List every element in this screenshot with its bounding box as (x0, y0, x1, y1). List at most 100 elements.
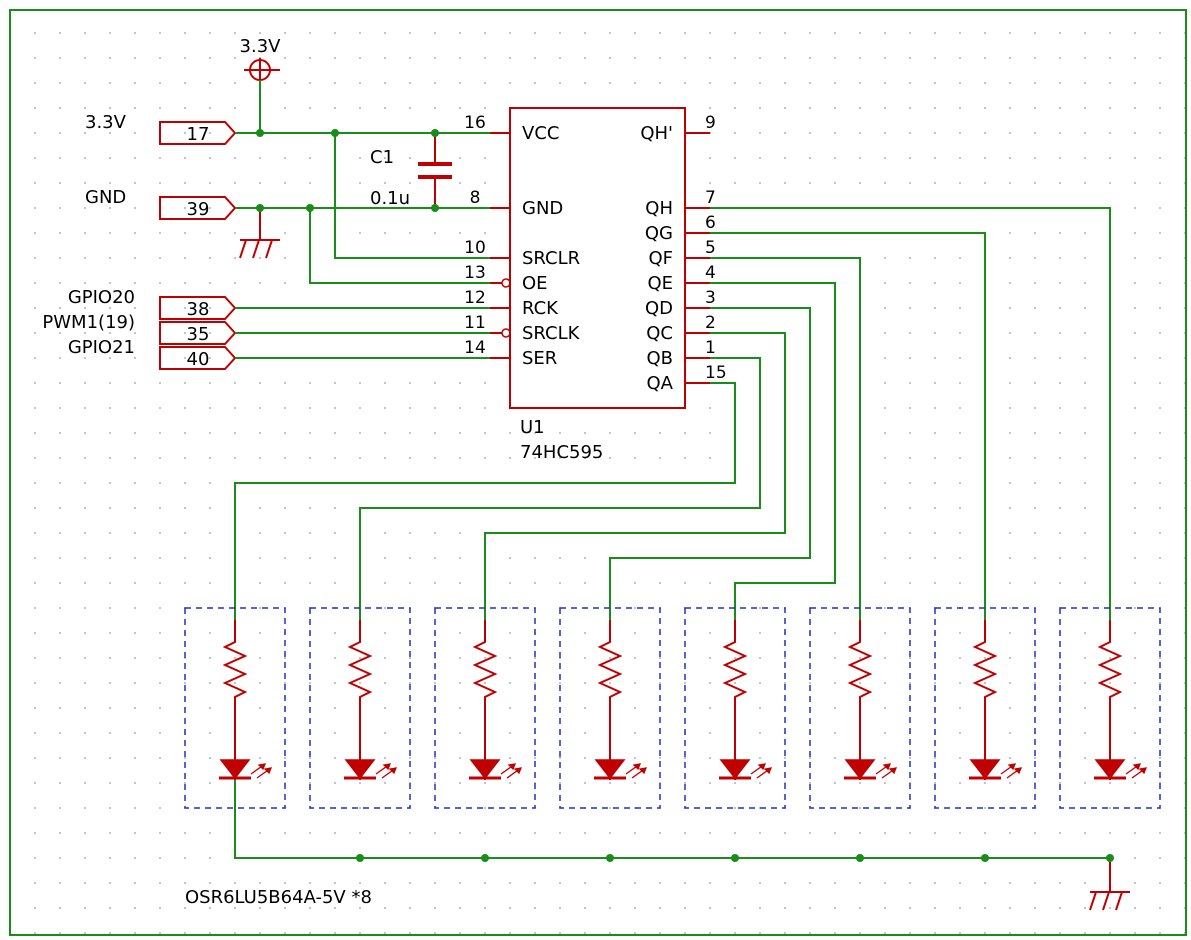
led-diode (719, 759, 751, 780)
led-module-box (184, 607, 286, 809)
connector-signal-3v3: 3.3V (85, 112, 127, 133)
led-diode (969, 759, 1001, 780)
ic-pin-number: 6 (705, 213, 716, 233)
ic-pin-number: 5 (705, 238, 716, 258)
led-module-box (809, 607, 911, 809)
connector-pin-number: 38 (187, 299, 210, 320)
ic-pin-name: SRCLK (522, 323, 581, 344)
ic-pin-number: 10 (464, 238, 486, 258)
ic-pin-name: QB (646, 348, 673, 369)
ground-symbol-bottom (1089, 858, 1130, 911)
resistor (472, 620, 498, 760)
led-diode (344, 759, 376, 780)
led-module-box (1059, 607, 1161, 809)
led-channel (934, 607, 1036, 809)
led-channel (809, 607, 911, 809)
led-module-box (434, 607, 536, 809)
ic-pin-name: VCC (522, 123, 559, 144)
capacitor-ref: C1 (370, 147, 394, 168)
ic-pin-number: 9 (705, 113, 716, 133)
ground-symbol-top (239, 208, 280, 259)
led-emission-arrows (625, 763, 648, 779)
connector-pin-shape (159, 346, 237, 370)
led-emission-arrows (250, 763, 273, 779)
ic-pin-name: OE (522, 273, 548, 294)
connector-pin-number: 17 (187, 124, 210, 145)
ic-pin-number: 4 (705, 263, 716, 283)
led-diode (219, 759, 251, 780)
wires (234, 80, 1111, 859)
led-emission-arrows (1125, 763, 1148, 779)
led-emission-arrows (500, 763, 523, 779)
ic-pin-number: 8 (470, 188, 481, 208)
capacitor-c1 (418, 133, 452, 208)
connector-pin-shape (159, 296, 237, 320)
led-module-box (309, 607, 411, 809)
resistor (347, 620, 373, 760)
ic-pin-name: QD (645, 298, 673, 319)
ic-pin-name: QC (646, 323, 673, 344)
ic-pin-name: SER (522, 348, 557, 369)
resistor (1097, 620, 1123, 760)
connector-gpio20: GPIO20 38 (68, 287, 237, 320)
resistor (597, 620, 623, 760)
ic-pin-name: QH' (640, 123, 673, 144)
resistor (847, 620, 873, 760)
led-channel (684, 607, 786, 809)
sheet-frame (9, 9, 1187, 936)
power-symbol-label: 3.3V (240, 36, 282, 57)
connector-signal-gnd: GND (85, 187, 126, 208)
led-channel (1059, 607, 1161, 809)
led-module-box (934, 607, 1036, 809)
connector-pwm1: PWM1(19) 35 (42, 312, 237, 345)
connector-pin-number: 39 (187, 199, 210, 220)
ic-pin-number: 11 (464, 313, 486, 333)
led-module-box (559, 607, 661, 809)
ic-u1-pins: VCC16GND8SRCLR10OE13RCK12SRCLK11SER14QH'… (464, 113, 726, 394)
ic-u1-body (509, 107, 686, 409)
ic-pin-number: 14 (464, 338, 486, 358)
ic-pin-number: 7 (705, 188, 716, 208)
resistor (972, 620, 998, 760)
connector-gpio21: GPIO21 40 (68, 337, 237, 370)
led-channel (309, 607, 411, 809)
connector-pin-shape (159, 121, 237, 145)
ic-pin-name: SRCLR (522, 248, 580, 269)
led-diode (594, 759, 626, 780)
led-diode (844, 759, 876, 780)
ic-pin-number: 1 (705, 338, 716, 358)
ic-pin-number: 15 (705, 363, 727, 383)
ic-pin-number: 3 (705, 288, 716, 308)
resistor (222, 620, 248, 760)
ic-pin-name: RCK (522, 298, 559, 319)
ic-pin-number: 13 (464, 263, 486, 283)
connector-pin-number: 40 (187, 349, 210, 370)
connector-signal-pwm1: PWM1(19) (42, 312, 135, 333)
ic-part-number: 74HC595 (520, 442, 603, 463)
ic-pin-number: 12 (464, 288, 486, 308)
inversion-bubble (501, 278, 511, 288)
wire-junctions (256, 129, 1114, 862)
ic-pin-name: QA (647, 373, 674, 394)
led-emission-arrows (1000, 763, 1023, 779)
led-channels (184, 607, 1161, 809)
connector-pin-number: 35 (187, 324, 210, 345)
resistor (722, 620, 748, 760)
connector-signal-gpio21: GPIO21 (68, 337, 135, 358)
led-part-note: OSR6LU5B64A-5V *8 (185, 887, 372, 908)
connector-gnd: GND 39 (85, 187, 237, 220)
led-channel (434, 607, 536, 809)
ic-pin-name: QE (647, 273, 673, 294)
ic-pin-number: 16 (464, 113, 486, 133)
power-symbol-3v3 (244, 58, 280, 82)
connector-pin-shape (159, 321, 237, 345)
inversion-bubble (501, 328, 511, 338)
capacitor-value: 0.1u (370, 188, 410, 209)
led-emission-arrows (375, 763, 398, 779)
led-channel (559, 607, 661, 809)
led-emission-arrows (875, 763, 898, 779)
led-module-box (684, 607, 786, 809)
led-channel (184, 607, 286, 809)
ic-pin-name: GND (522, 198, 563, 219)
connector-signal-gpio20: GPIO20 (68, 287, 135, 308)
